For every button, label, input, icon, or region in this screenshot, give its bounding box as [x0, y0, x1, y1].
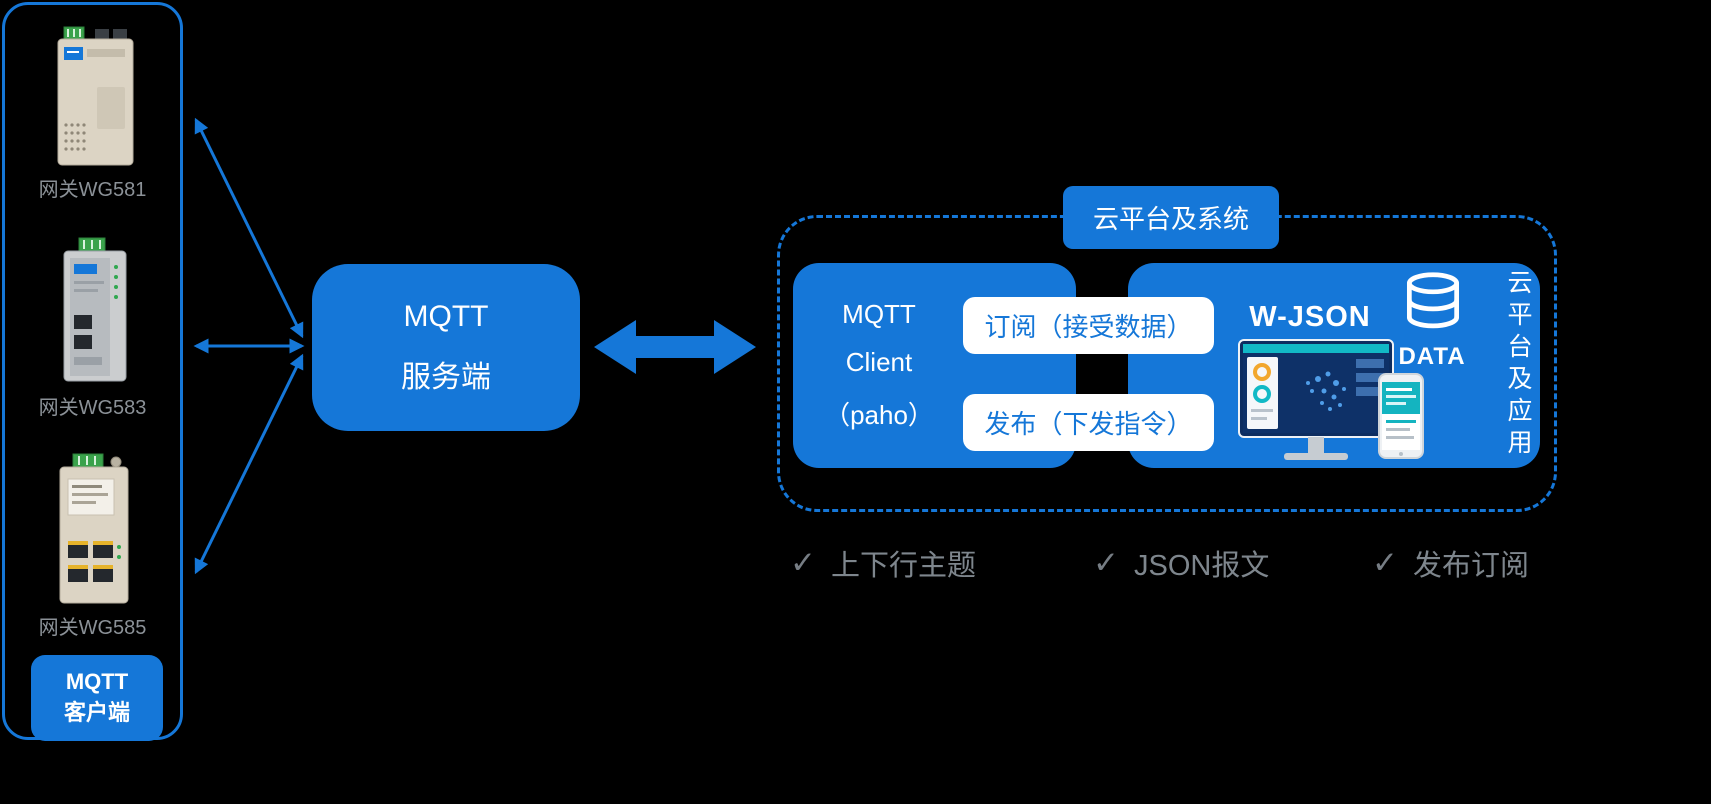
data-label: DATA — [1398, 343, 1466, 370]
subscribe-pill: 订阅（接受数据） — [963, 297, 1214, 354]
gateway-wg581-icon — [57, 26, 134, 166]
arrow-wg581-server — [194, 117, 304, 339]
checkmark-icon: ✓ — [1093, 545, 1119, 580]
gateway-wg583-icon — [63, 237, 127, 382]
database-icon — [1401, 271, 1465, 346]
gateway-wg583-image — [55, 237, 135, 388]
mqtt-server-line2: 服务端 — [401, 360, 491, 394]
mqtt-client-line2: Client — [845, 347, 913, 377]
gateway-wg585-icon — [59, 453, 129, 604]
gateway-wg581-label: 网关WG581 — [38, 179, 147, 201]
cloud-app-vertical-label: 云平台及应用 — [1504, 269, 1532, 461]
mqtt-client-line3: （paho） — [824, 400, 934, 430]
mqtt-client-text: MQTT Client （paho） — [793, 263, 965, 468]
mqtt-server-box: MQTT 服务端 — [312, 264, 580, 431]
gateway-wg583-label: 网关WG583 — [38, 397, 147, 419]
checklist-item-pubsub-label: 发布订阅 — [1412, 550, 1529, 582]
mqtt-server-line1: MQTT — [403, 299, 489, 333]
checklist-item-pubsub: ✓ 发布订阅 — [1372, 542, 1529, 584]
dashboard-monitor-image — [1238, 339, 1394, 470]
mqtt-client-badge-line2: 客户端 — [63, 700, 130, 725]
checklist-item-topics-label: 上下行主题 — [830, 550, 976, 582]
checklist-item-topics: ✓ 上下行主题 — [790, 542, 976, 584]
checklist-item-json-label: JSON报文 — [1133, 550, 1270, 582]
checkmark-icon: ✓ — [790, 545, 816, 580]
gateway-group-panel: 网关WG581 网关WG583 — [2, 2, 183, 741]
mqtt-client-badge-line1: MQTT — [65, 669, 129, 695]
gateway-wg585-image — [53, 453, 135, 610]
gateway-wg585-label: 网关WG585 — [38, 617, 147, 639]
mqtt-client-line1: MQTT — [842, 299, 916, 329]
wjson-label: W-JSON — [1249, 301, 1371, 333]
mqtt-client-badge: MQTT 客户端 — [31, 655, 163, 741]
checklist-item-json: ✓ JSON报文 — [1093, 542, 1269, 584]
arrow-server-cloud — [594, 320, 756, 374]
cloud-platform-title: 云平台及系统 — [1063, 186, 1279, 249]
arrow-wg585-server — [194, 353, 304, 575]
gateway-wg581-image — [51, 25, 139, 172]
publish-pill: 发布（下发指令） — [963, 394, 1214, 451]
mobile-phone-image — [1378, 373, 1424, 464]
checkmark-icon: ✓ — [1372, 545, 1398, 580]
